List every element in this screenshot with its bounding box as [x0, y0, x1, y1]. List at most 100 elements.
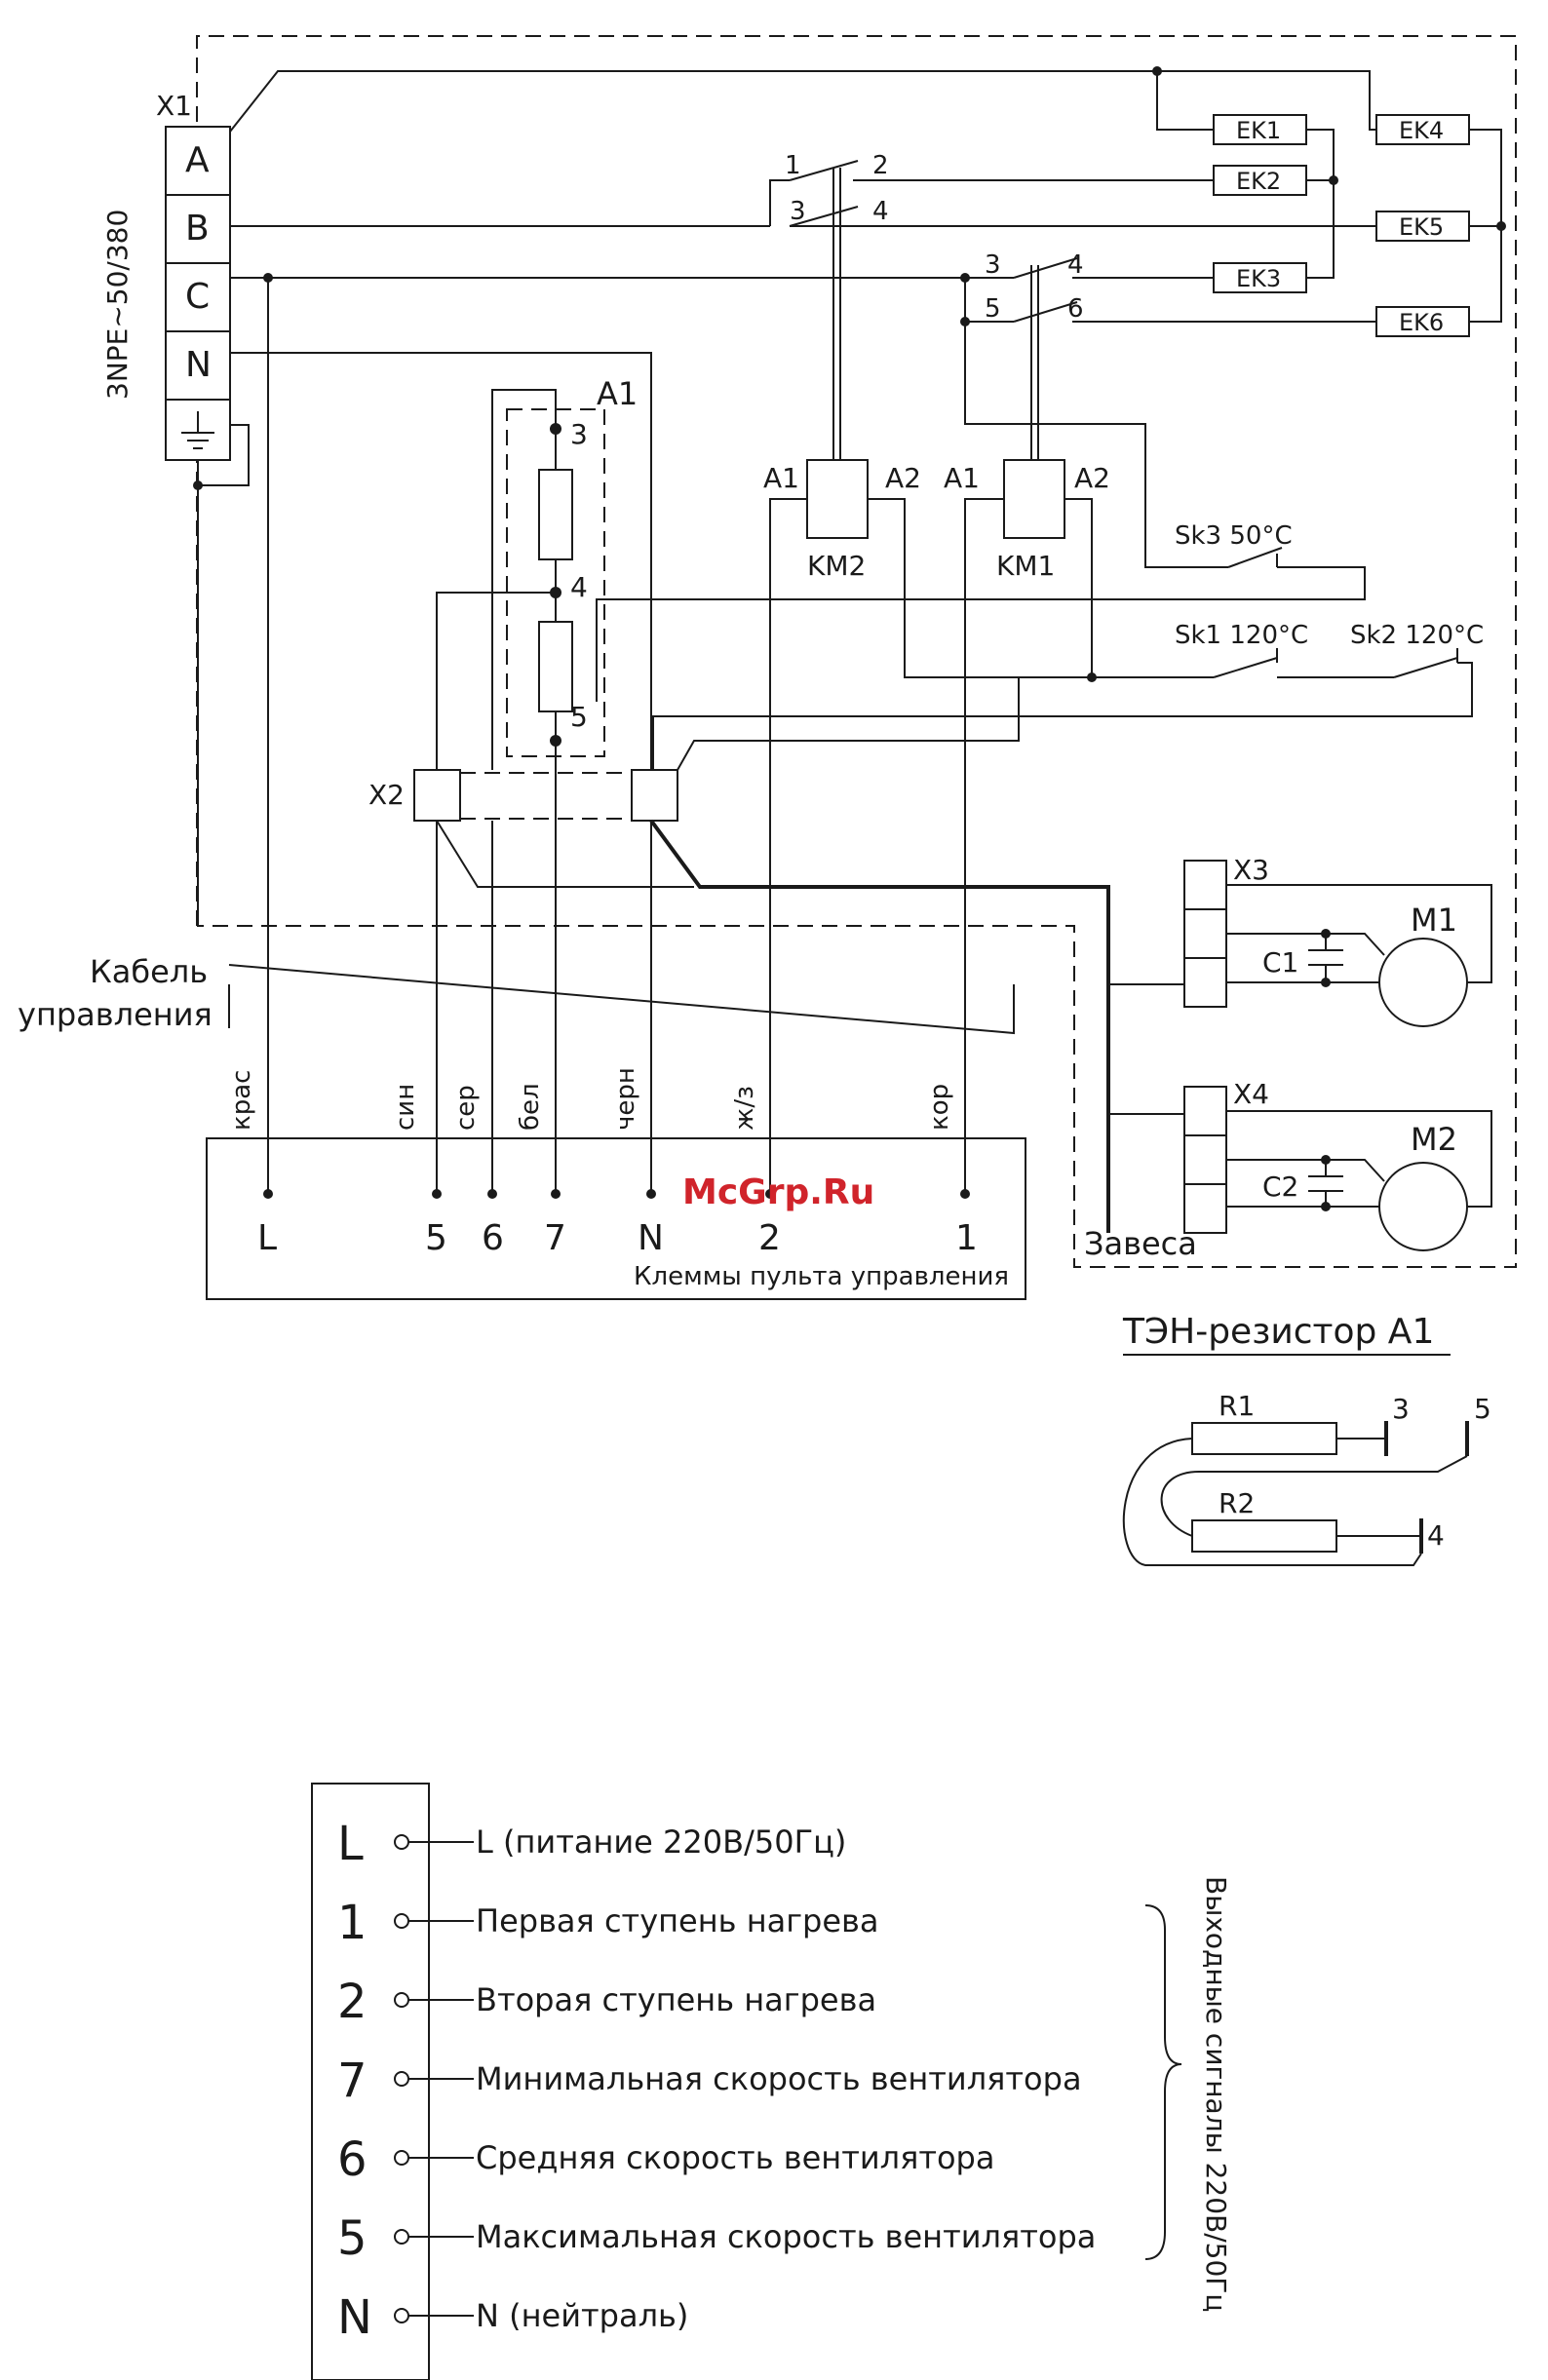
- control-panel-terminals: L 5 6 7 N 2 1 Клеммы пульта управления: [206, 1137, 1026, 1300]
- x2-connector: X2: [368, 677, 1020, 1194]
- svg-text:ж/з: ж/з: [730, 1086, 759, 1131]
- legend-bracket-label: Выходные сигналы 220В/50Гц: [1200, 1876, 1232, 2312]
- svg-text:4: 4: [1067, 250, 1084, 280]
- svg-text:3: 3: [790, 197, 806, 226]
- svg-text:EK4: EK4: [1399, 117, 1444, 144]
- km1-coil: KM1 A1 A2: [944, 459, 1110, 582]
- svg-text:A2: A2: [885, 462, 921, 494]
- km1-contacts: 3 4 5 6: [960, 250, 1376, 460]
- svg-text:C1: C1: [1262, 946, 1298, 979]
- svg-text:7: 7: [544, 1218, 566, 1258]
- legend-row: 5 Максимальная скорость вентилятора: [337, 2211, 1096, 2266]
- svg-text:ТЭН-резистор A1: ТЭН-резистор A1: [1122, 1312, 1434, 1352]
- svg-text:6: 6: [482, 1218, 504, 1258]
- x1-terminal-c: C: [185, 277, 210, 317]
- svg-text:R1: R1: [1219, 1390, 1255, 1422]
- svg-text:EK5: EK5: [1399, 213, 1444, 241]
- legend-text: Средняя скорость вентилятора: [476, 2139, 994, 2176]
- watermark: McGrp.Ru: [682, 1172, 874, 1212]
- legend-key: 6: [337, 2132, 368, 2187]
- svg-text:управления: управления: [18, 996, 213, 1033]
- svg-text:X3: X3: [1233, 854, 1269, 886]
- x1-terminal-block: A B C N X1 3NPE~50/380: [101, 90, 231, 461]
- svg-text:4: 4: [872, 197, 889, 226]
- svg-text:A1: A1: [597, 375, 638, 412]
- curtain-enclosure: [196, 35, 1517, 1268]
- terminal-legend: [311, 1783, 430, 2380]
- svg-text:5: 5: [570, 701, 588, 733]
- km2-coil: KM2 A1 A2: [763, 459, 921, 582]
- svg-text:Sk2 120°C: Sk2 120°C: [1350, 621, 1484, 650]
- svg-text:A1: A1: [944, 462, 980, 494]
- svg-text:4: 4: [570, 571, 588, 603]
- heater-ek4: [1375, 114, 1470, 145]
- svg-text:4: 4: [1427, 1519, 1445, 1552]
- heater-ek1: [1213, 114, 1307, 145]
- svg-text:Клеммы пульта управления: Клеммы пульта управления: [634, 1262, 1009, 1291]
- legend-row: 6 Средняя скорость вентилятора: [337, 2132, 994, 2187]
- svg-text:1: 1: [785, 151, 801, 180]
- svg-text:6: 6: [1067, 294, 1084, 324]
- svg-text:син: син: [391, 1084, 420, 1131]
- svg-text:A1: A1: [763, 462, 799, 494]
- svg-text:крас: крас: [227, 1070, 256, 1131]
- svg-text:сер: сер: [451, 1085, 481, 1131]
- legend-row: N N (нейтраль): [337, 2290, 688, 2345]
- legend-key: N: [337, 2290, 372, 2345]
- x1-terminal-b: B: [185, 209, 210, 249]
- svg-text:X2: X2: [368, 779, 405, 811]
- control-cable: Кабель управления крас син сер бел черн …: [18, 953, 1015, 1131]
- svg-text:кор: кор: [925, 1084, 954, 1131]
- thermostat-sk1: Sk1 120°C: [1175, 621, 1394, 678]
- legend-key: 5: [337, 2211, 368, 2266]
- svg-text:5: 5: [985, 294, 1001, 324]
- legend-text: N (нейтраль): [476, 2297, 688, 2334]
- svg-text:Sk3 50°C: Sk3 50°C: [1175, 521, 1293, 551]
- svg-text:KM2: KM2: [807, 550, 866, 582]
- svg-text:бел: бел: [516, 1083, 545, 1131]
- svg-text:Кабель: Кабель: [90, 953, 208, 990]
- legend-bracket: Выходные сигналы 220В/50Гц: [1144, 1876, 1232, 2312]
- km2-contacts: 1 2 3 4: [769, 151, 1214, 460]
- svg-text:3: 3: [1392, 1393, 1410, 1425]
- svg-text:N: N: [638, 1218, 664, 1258]
- x1-label: X1: [156, 90, 192, 122]
- legend-row: 7 Минимальная скорость вентилятора: [337, 2054, 1082, 2108]
- legend-key: 1: [337, 1896, 368, 1950]
- svg-text:C2: C2: [1262, 1171, 1298, 1203]
- svg-text:5: 5: [1474, 1393, 1491, 1425]
- svg-text:Sk1 120°C: Sk1 120°C: [1175, 621, 1308, 650]
- svg-text:черн: черн: [611, 1067, 640, 1131]
- supply-voltage-label: 3NPE~50/380: [101, 210, 134, 400]
- legend-terminal-icon: [394, 1834, 409, 1850]
- legend-key: 7: [337, 2054, 368, 2108]
- legend-terminal-icon: [394, 2071, 409, 2087]
- legend-terminal-icon: [394, 1992, 409, 2008]
- curtain-label: Завеса: [1084, 1225, 1197, 1262]
- x1-terminal-n: N: [185, 345, 212, 385]
- legend-text: L (питание 220В/50Гц): [476, 1823, 846, 1861]
- svg-text:1: 1: [955, 1218, 978, 1258]
- fan-m2: X4 C2 M2: [1183, 1078, 1492, 1251]
- svg-text:5: 5: [425, 1218, 447, 1258]
- legend-text: Максимальная скорость вентилятора: [476, 2218, 1096, 2255]
- svg-text:KM1: KM1: [996, 550, 1055, 582]
- legend-terminal-icon: [394, 2308, 409, 2323]
- legend-terminal-icon: [394, 1913, 409, 1929]
- heaters: EK1 EK2 EK3 EK4 EK5 EK6: [1213, 114, 1506, 337]
- legend-text: Минимальная скорость вентилятора: [476, 2060, 1082, 2097]
- svg-text:L: L: [257, 1218, 277, 1258]
- legend-key: 2: [337, 1975, 368, 2029]
- svg-text:EK2: EK2: [1236, 168, 1281, 195]
- svg-text:2: 2: [758, 1218, 781, 1258]
- heater-ek5: [1375, 211, 1470, 242]
- svg-text:EK6: EK6: [1399, 309, 1444, 336]
- legend-terminal-icon: [394, 2229, 409, 2245]
- fan-m1: X3 C1 M1: [1183, 854, 1492, 1027]
- svg-text:2: 2: [872, 151, 889, 180]
- legend-text: Вторая ступень нагрева: [476, 1981, 876, 2018]
